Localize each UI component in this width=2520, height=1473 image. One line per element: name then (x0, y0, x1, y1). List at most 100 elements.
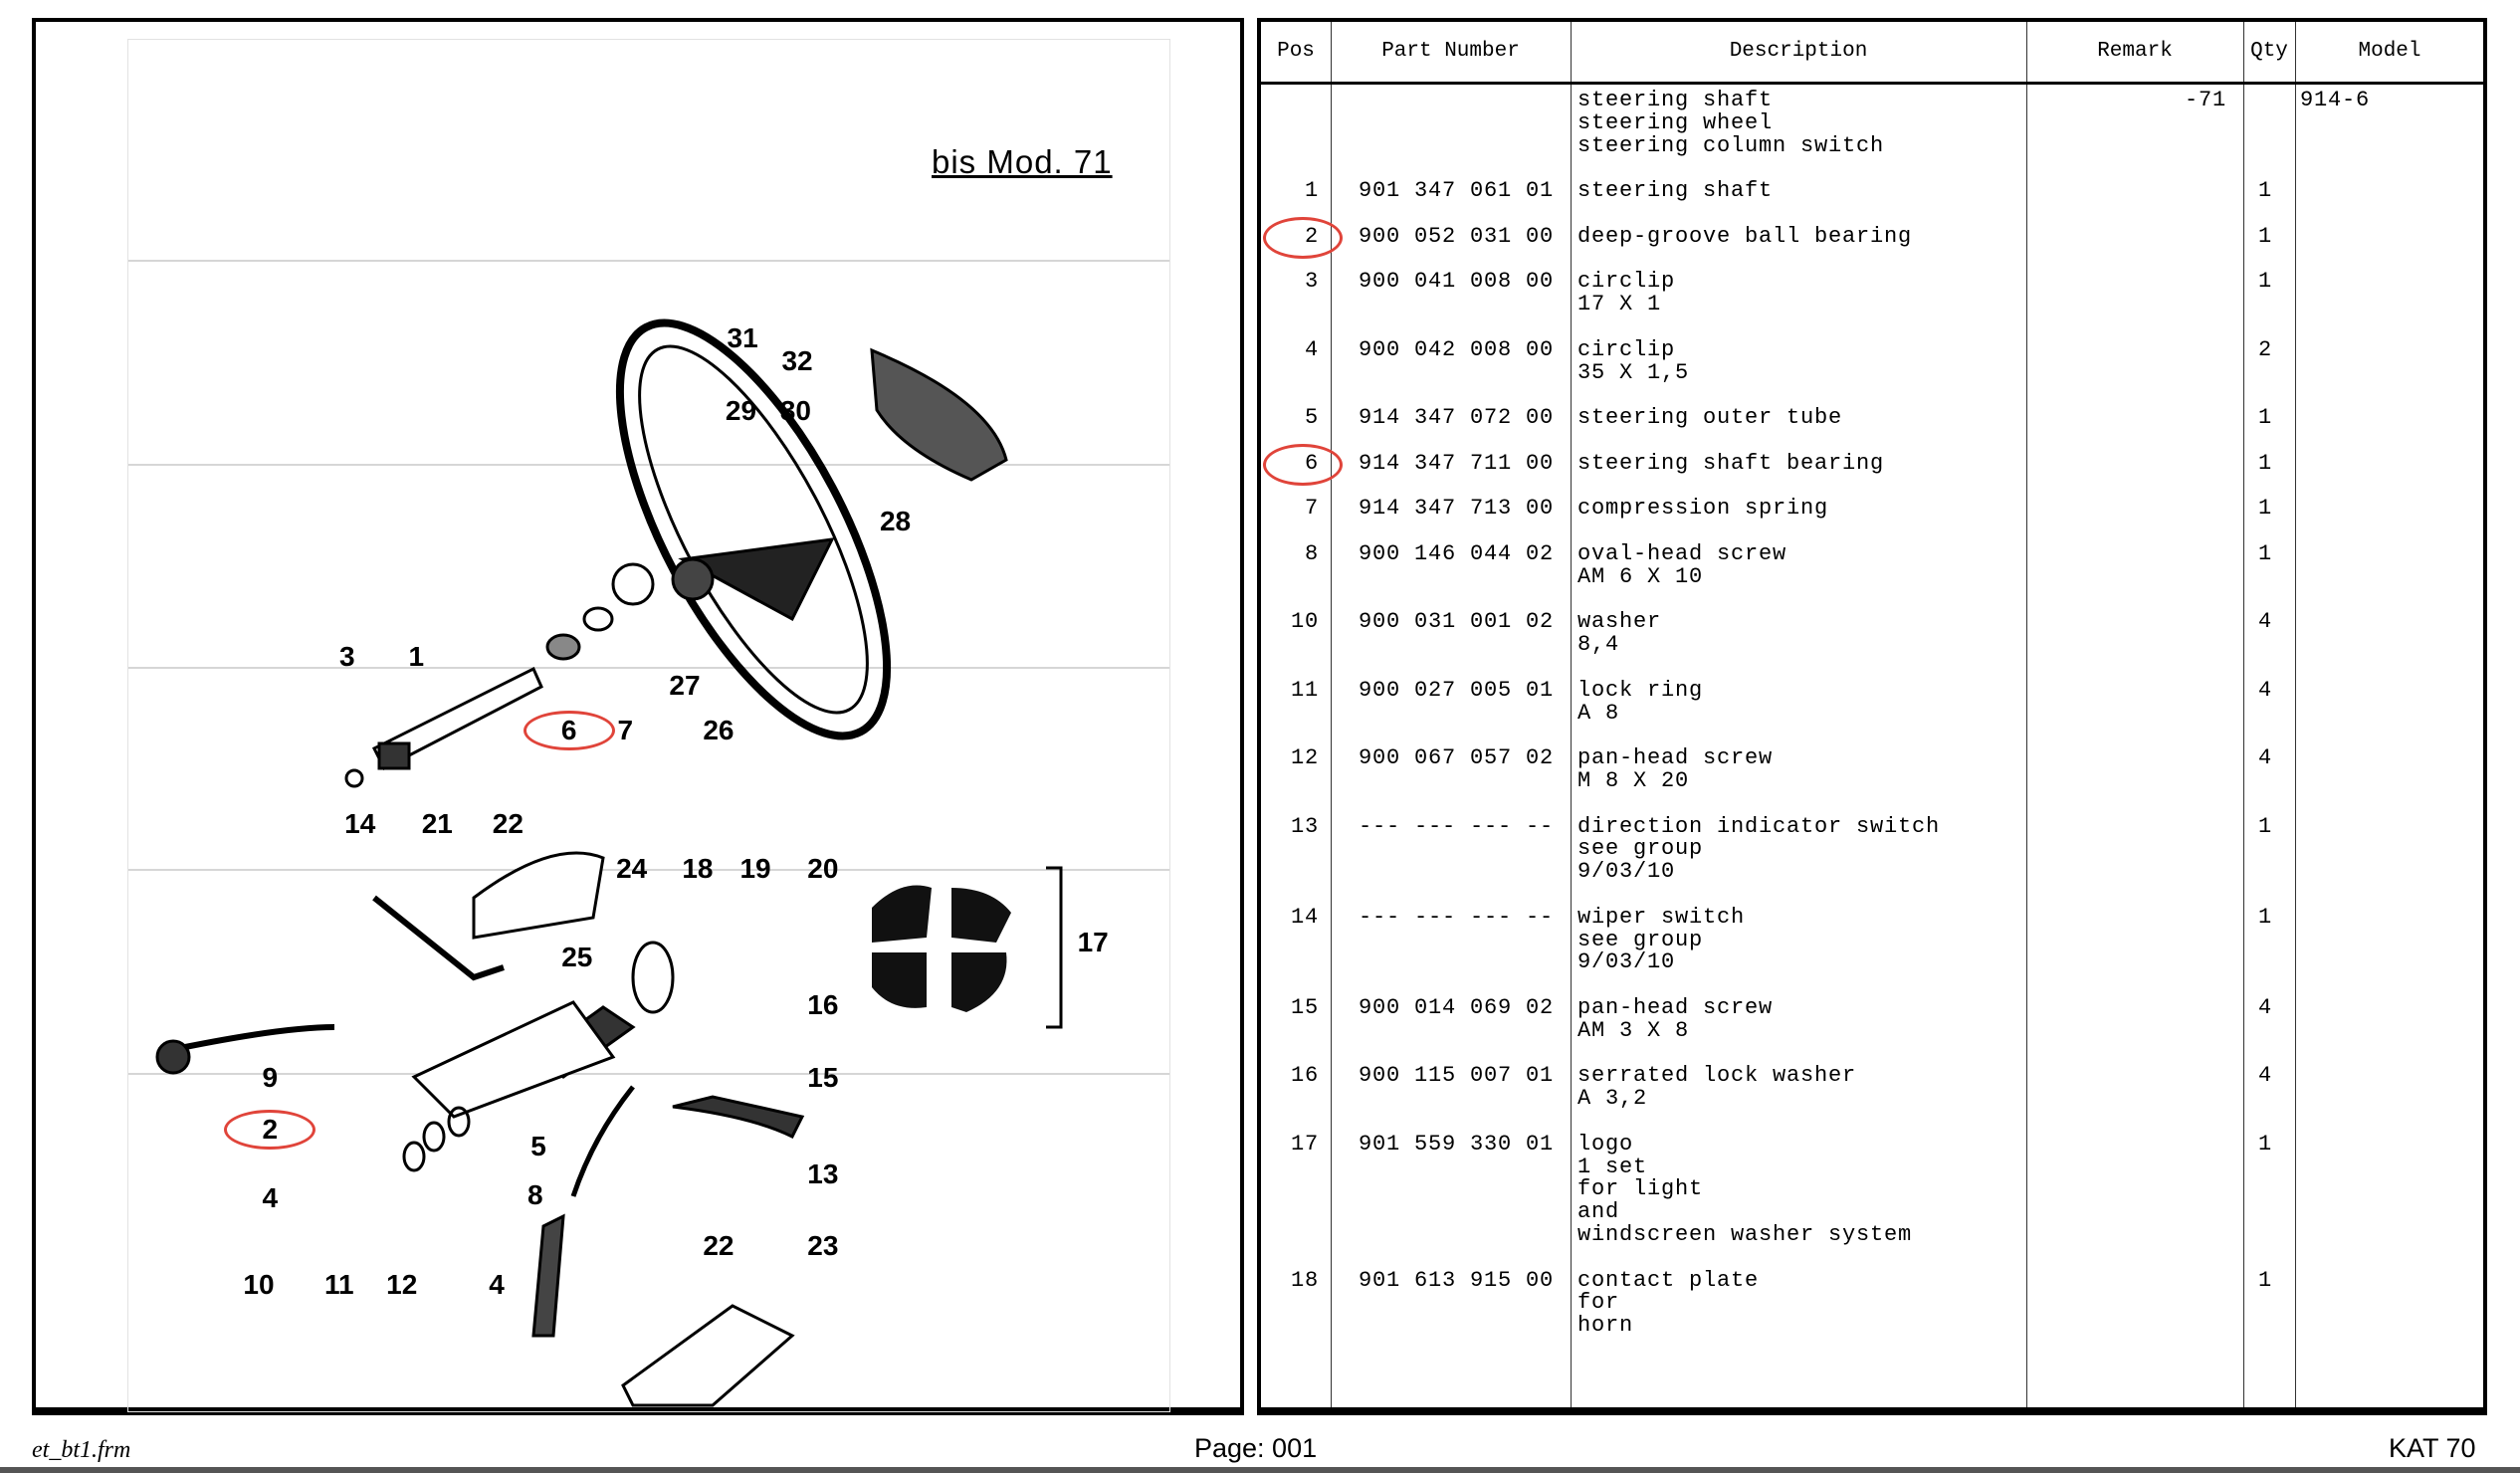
callout-10: 10 (243, 1269, 275, 1301)
qty-cell: 1 (2258, 904, 2273, 930)
description-line: compression spring (1577, 496, 1829, 522)
pos-cell: 7 (1304, 496, 1319, 522)
description-line: wiper switch (1577, 904, 1746, 930)
qty-cell: 1 (2258, 450, 2273, 476)
pos-cell: 14 (1290, 904, 1319, 930)
description-line: AM 3 X 8 (1577, 1017, 1690, 1043)
part-number-cell: 914 347 713 00 (1359, 496, 1555, 522)
description-line: steering column switch (1577, 132, 1885, 158)
description-line: for (1577, 1290, 1620, 1316)
footer-filename: et_bt1.frm (32, 1437, 131, 1463)
callout-27: 27 (669, 669, 701, 701)
horn-pad-drawing (870, 347, 1008, 482)
pos-cell: 1 (1304, 178, 1319, 204)
part-number-cell: 901 613 915 00 (1359, 1267, 1555, 1293)
qty-cell: 4 (2258, 745, 2273, 771)
description-line: 35 X 1,5 (1577, 359, 1690, 385)
pos-cell: 8 (1304, 541, 1319, 566)
description-line: pan-head screw (1577, 745, 1774, 771)
description-line: direction indicator switch (1577, 813, 1941, 839)
description-line: logo (1577, 1131, 1634, 1157)
qty-cell: 1 (2258, 541, 2273, 566)
pos-cell: 12 (1290, 745, 1319, 771)
qty-cell: 4 (2258, 609, 2273, 635)
description-line: horn (1577, 1313, 1634, 1339)
divider (128, 667, 1169, 669)
description-line: serrated lock washer (1577, 1063, 1857, 1089)
pos-cell: 16 (1290, 1063, 1319, 1089)
highlight-ring (1263, 216, 1343, 259)
bottom-strip (0, 1467, 2520, 1473)
part-number-cell: 901 347 061 01 (1359, 178, 1555, 204)
callout-16: 16 (807, 989, 839, 1021)
part-number-cell: 900 052 031 00 (1359, 223, 1555, 249)
description-line: windscreen washer system (1577, 1221, 1913, 1247)
header-part-number: Part Number (1381, 40, 1520, 63)
callout-28: 28 (879, 506, 912, 537)
diagram-frame (127, 39, 1170, 1412)
qty-cell: 1 (2258, 1131, 2273, 1157)
description-line: steering shaft (1577, 88, 1774, 112)
divider (128, 464, 1169, 466)
description-line: circlip (1577, 269, 1676, 295)
description-line: see group (1577, 927, 1704, 952)
part-number-cell: 914 347 711 00 (1359, 450, 1555, 476)
header-remark: Remark (2097, 40, 2173, 63)
callout-22: 22 (703, 1230, 735, 1262)
part-number-cell: 900 014 069 02 (1359, 995, 1555, 1020)
callout-20: 20 (807, 852, 839, 884)
remark-cell: -71 (2184, 88, 2226, 112)
description-line: deep-groove ball bearing (1577, 223, 1913, 249)
callout-26: 26 (703, 714, 735, 745)
logo-set-drawing (872, 885, 1011, 1012)
qty-cell: 4 (2258, 995, 2273, 1020)
description-line: 1 set (1577, 1154, 1648, 1179)
description-line: 9/03/10 (1577, 859, 1676, 885)
footer-page-number: Page: 001 (1194, 1433, 1318, 1463)
column-divider (1571, 22, 1572, 1407)
description-line: M 8 X 20 (1577, 767, 1690, 793)
model-cell: 914-6 (2300, 88, 2371, 112)
callout-4: 4 (489, 1269, 505, 1301)
qty-cell: 1 (2258, 405, 2273, 431)
description-line: AM 6 X 10 (1577, 563, 1704, 589)
description-line: contact plate (1577, 1267, 1760, 1293)
callout-22: 22 (492, 807, 524, 839)
callout-3: 3 (339, 640, 355, 672)
description-line: 17 X 1 (1577, 292, 1662, 317)
callout-18: 18 (682, 852, 714, 884)
callout-7: 7 (617, 714, 634, 745)
steering-wheel-drawing (615, 318, 892, 740)
pos-cell: 4 (1304, 336, 1319, 362)
callout-30: 30 (779, 394, 811, 426)
model-range-label: bis Mod. 71 (932, 143, 1113, 180)
steering-assembly-drawing (155, 318, 1063, 1407)
divider (128, 1073, 1169, 1075)
pos-cell: 15 (1290, 995, 1319, 1020)
pos-cell: 10 (1290, 609, 1319, 635)
column-divider (2295, 22, 2296, 1407)
part-number-cell: --- --- --- -- (1359, 813, 1555, 839)
header-description: Description (1729, 40, 1868, 63)
qty-cell: 1 (2258, 178, 2273, 204)
qty-cell: 1 (2258, 813, 2273, 839)
description-line: oval-head screw (1577, 541, 1787, 566)
qty-cell: 1 (2258, 223, 2273, 249)
qty-cell: 1 (2258, 496, 2273, 522)
callout-21: 21 (421, 807, 453, 839)
description-line: lock ring (1577, 677, 1704, 703)
pos-cell: 17 (1290, 1131, 1319, 1157)
callout-17: 17 (1077, 927, 1109, 958)
description-line: 9/03/10 (1577, 949, 1676, 975)
description-line: A 3,2 (1577, 1086, 1648, 1112)
callout-32: 32 (781, 344, 813, 376)
qty-cell: 4 (2258, 1063, 2273, 1089)
qty-cell: 2 (2258, 336, 2273, 362)
part-number-cell: 900 031 001 02 (1359, 609, 1555, 635)
callout-19: 19 (739, 852, 771, 884)
steering-shaft-drawing (344, 562, 655, 788)
description-line: A 8 (1577, 700, 1620, 726)
description-line: for light (1577, 1176, 1704, 1202)
